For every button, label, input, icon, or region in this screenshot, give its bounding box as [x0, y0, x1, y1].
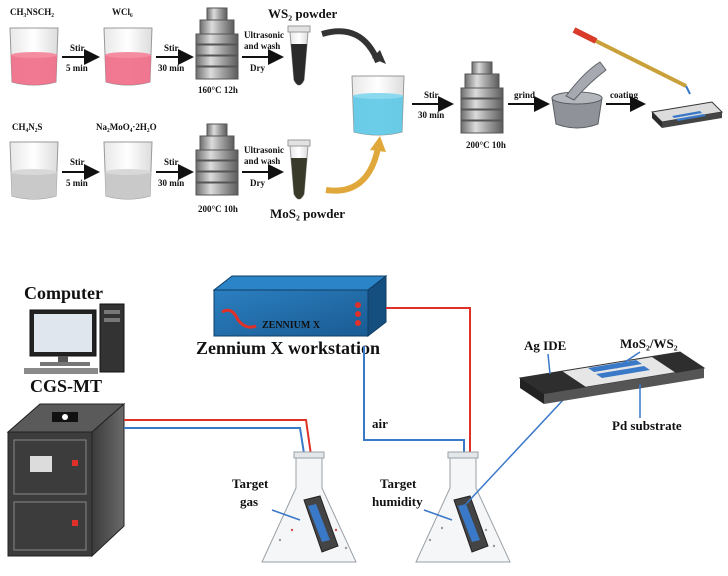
- sensor-ag-pointer: [547, 353, 551, 375]
- step3-bottom-row2: Dry: [250, 178, 265, 188]
- mix-autoclave-label: 200°C 10h: [466, 140, 506, 150]
- step2-top-row1: Stir: [164, 43, 179, 53]
- mix-stir-bottom: 30 min: [418, 110, 444, 120]
- reagent-a-label-row1: CH₃NSCH₂: [10, 7, 54, 17]
- sensor-material-pointer: [615, 351, 641, 369]
- wire-red-right: [386, 307, 471, 504]
- curved-arrow-dark-head: [372, 50, 386, 64]
- step3-bottom-row1: Dry: [250, 63, 265, 73]
- step1-top-row1: Stir: [70, 43, 85, 53]
- autoclave-3: [460, 61, 504, 134]
- step1-bottom-row1: 5 min: [66, 63, 88, 73]
- wire-blue-left: [124, 427, 313, 505]
- mortar-and-pestle: [551, 61, 607, 129]
- reagent-b-label-row2: Na₂MoO₄·2H₂O: [96, 122, 157, 132]
- computer: [24, 303, 125, 374]
- curved-arrow-orange-head: [370, 136, 386, 152]
- wire-red-left: [124, 419, 319, 505]
- sensor-material-label: MoS₂/WS₂: [620, 336, 678, 351]
- tube-ws2: [287, 25, 311, 86]
- step3-mid-row1: and wash: [244, 41, 280, 51]
- autoclave-label-row2: 200°C 10h: [198, 204, 238, 214]
- flask-humidity-pointer: [423, 509, 453, 521]
- step1-bottom-row2: 5 min: [66, 178, 88, 188]
- flask-gas-label-2: gas: [240, 494, 258, 509]
- product-label-row1: WS₂ powder: [268, 6, 337, 21]
- step3-top-row2: Ultrasonic: [244, 145, 284, 155]
- autoclave-1: [195, 7, 239, 80]
- step2-bottom-row1: 30 min: [158, 63, 184, 73]
- flask-humidity-label-1: Target: [380, 476, 417, 491]
- sensor-substrate-label: Pd substrate: [612, 418, 682, 433]
- synthesis-row-ws2: CH₃NSCH₂ Stir 5 min WCl₆ Stir 30 min 160…: [9, 6, 337, 95]
- autoclave-2: [195, 123, 239, 196]
- flask-gas-pointer: [271, 509, 301, 521]
- zennium-workstation: ZENNIUM X: [212, 274, 388, 338]
- pipette: [572, 27, 691, 95]
- beaker-grey-1: [9, 141, 59, 200]
- gas-chamber-box: [6, 402, 126, 558]
- software-label: CGS-MT: [30, 376, 102, 396]
- curved-arrow-orange: [325, 147, 381, 194]
- reagent-b-label-row1: WCl₆: [112, 7, 133, 17]
- autoclave-label-row1: 160°C 12h: [198, 85, 238, 95]
- coating-label: coating: [610, 90, 638, 100]
- grind-label: grind: [514, 90, 535, 100]
- beaker-pink-2: [103, 27, 153, 86]
- workstation-badge: ZENNIUM X: [262, 320, 321, 331]
- step3-top-row1: Ultrasonic: [244, 30, 284, 40]
- beaker-pink-1: [9, 27, 59, 86]
- computer-title: Computer: [24, 283, 103, 303]
- sensor-detail: [518, 351, 706, 404]
- mixing-beaker: [351, 75, 405, 136]
- reagent-a-label-row2: CH₄N₂S: [12, 122, 42, 132]
- sensor-ag-label: Ag IDE: [524, 338, 566, 353]
- air-label: air: [372, 416, 388, 431]
- flask-humidity: [415, 451, 511, 563]
- curved-arrow-dark: [321, 28, 381, 64]
- product-label-row2: MoS₂ powder: [270, 206, 345, 221]
- mix-stir-top: Stir: [424, 90, 439, 100]
- step1-top-row2: Stir: [70, 157, 85, 167]
- flask-humidity-label-2: humidity: [372, 494, 423, 509]
- beaker-grey-2: [103, 141, 153, 200]
- zoom-arrow: [465, 382, 580, 505]
- step2-top-row2: Stir: [164, 157, 179, 167]
- tube-mos2: [287, 139, 311, 200]
- step2-bottom-row2: 30 min: [158, 178, 184, 188]
- flask-gas-label-1: Target: [232, 476, 269, 491]
- workstation-label: Zennium X workstation: [196, 338, 380, 358]
- synthesis-row-mos2: CH₄N₂S Stir 5 min Na₂MoO₄·2H₂O Stir 30 m…: [9, 122, 345, 221]
- flask-gas: [261, 451, 357, 563]
- step3-mid-row2: and wash: [244, 156, 280, 166]
- coated-substrate-top: [650, 101, 724, 128]
